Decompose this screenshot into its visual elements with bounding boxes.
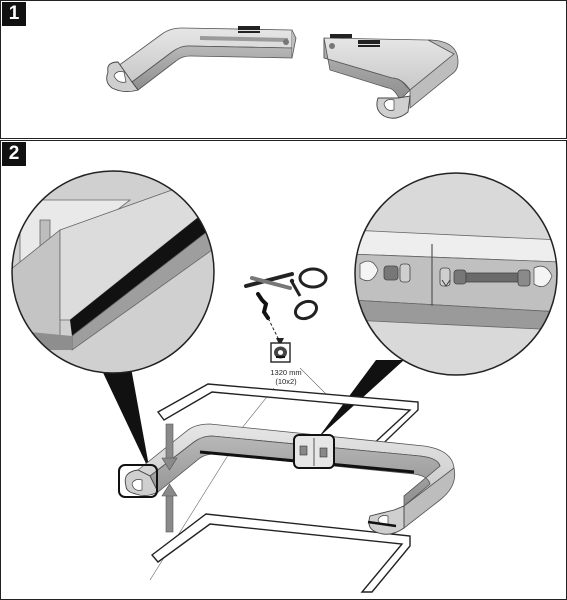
tape-roll-icon xyxy=(270,342,291,363)
step-1-left-rail xyxy=(106,26,297,93)
tape-length: 1320 mm xyxy=(270,368,302,377)
down-arrow-icon xyxy=(276,338,284,346)
tape-strip xyxy=(256,292,270,320)
step-1-number: 1 xyxy=(2,2,26,26)
left-zoom-detail xyxy=(11,170,215,374)
tape-quantity: (10x2) xyxy=(275,377,297,386)
lower-frame-outline xyxy=(150,513,411,593)
step-2-u-rail xyxy=(124,423,456,535)
step-1-right-rail xyxy=(323,34,459,119)
left-zoom-leader xyxy=(98,362,150,472)
up-arrow-icon xyxy=(161,483,178,533)
left-detail-callout xyxy=(118,464,158,498)
scissors-icon xyxy=(244,267,328,321)
spec-leader-right xyxy=(299,367,327,395)
cut-guide-line xyxy=(265,313,281,343)
right-zoom-detail xyxy=(354,172,558,376)
right-detail-callout xyxy=(293,434,335,469)
step-2-number: 2 xyxy=(2,142,26,166)
down-arrow-icon xyxy=(161,423,178,471)
step-1-panel xyxy=(0,0,567,139)
tape-length-label: 1320 mm (10x2) xyxy=(262,368,310,386)
